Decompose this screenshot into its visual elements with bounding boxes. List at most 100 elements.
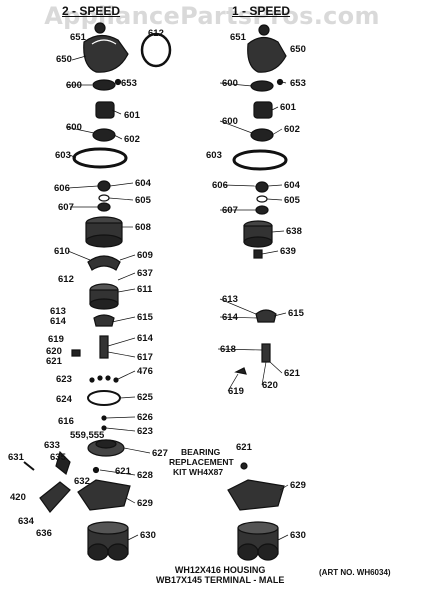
part-612-ring <box>140 32 172 68</box>
part-600-right-a <box>250 80 274 92</box>
leader-line <box>117 272 136 281</box>
part-600-left-a <box>92 79 116 91</box>
housing-note: WH12X416 HOUSING WB17X145 TERMINAL - MAL… <box>156 565 284 585</box>
part-label-right-604: 604 <box>284 180 301 191</box>
part-label-left-630: 630 <box>140 530 156 541</box>
leader-line <box>219 82 253 87</box>
part-label-right-653: 653 <box>290 78 306 89</box>
part-label-left-603: 603 <box>55 150 71 161</box>
leader-line <box>125 497 136 504</box>
part-630-left <box>87 521 129 561</box>
part-label-left-632: 632 <box>74 476 90 487</box>
leader-line <box>266 198 283 201</box>
part-label-left-624: 624 <box>56 394 73 405</box>
part-label-left-476: 476 <box>137 366 153 377</box>
part-label-left-601: 601 <box>124 110 141 121</box>
part-633-635 <box>55 450 71 476</box>
leader-line <box>67 185 99 189</box>
part-label-left-616: 616 <box>58 416 74 427</box>
part-label-right-621: 621 <box>284 368 301 379</box>
part-607-right <box>255 205 269 215</box>
part-600-right-b <box>250 128 274 142</box>
part-label-left-626: 626 <box>137 412 153 423</box>
part-604-left <box>97 180 111 192</box>
part-label-left-613: 613 <box>50 306 66 317</box>
part-621-right <box>240 462 248 470</box>
part-613-614-left <box>93 314 115 327</box>
part-label-left-653: 653 <box>121 78 137 89</box>
leader-line <box>219 298 257 315</box>
part-label-left-608: 608 <box>135 222 151 233</box>
leader-line <box>67 250 91 261</box>
leader-line <box>108 197 134 201</box>
part-label-right-618: 618 <box>220 344 236 355</box>
part-label-left-602: 602 <box>124 134 140 145</box>
art-number: (ART NO. WH6034) <box>319 568 391 577</box>
part-label-right-600: 600 <box>222 116 238 127</box>
part-label-right-602: 602 <box>284 124 300 135</box>
part-607-left <box>97 202 111 212</box>
part-label-left-612: 612 <box>148 28 164 39</box>
part-label-right-600: 600 <box>222 78 238 89</box>
part-label-left-634: 634 <box>18 516 35 527</box>
leader-line <box>117 288 136 293</box>
leader-line <box>105 427 136 432</box>
part-label-left-620: 620 <box>46 346 62 357</box>
part-605-left <box>98 194 110 202</box>
leader-line <box>105 416 136 419</box>
part-605-right <box>256 195 268 203</box>
part-label-left-604: 604 <box>135 178 152 189</box>
part-638 <box>243 220 273 248</box>
leader-line <box>113 134 123 140</box>
part-label-left-627: 627 <box>152 448 168 459</box>
leader-line <box>127 534 139 541</box>
leader-line <box>279 484 289 491</box>
part-604-right <box>255 181 269 193</box>
part-label-right-630: 630 <box>290 530 306 541</box>
part-label-right-613: 613 <box>222 294 238 305</box>
part-label-right-629: 629 <box>290 480 306 491</box>
leader-line <box>261 250 279 255</box>
part-label-left-615: 615 <box>137 312 154 323</box>
part-label-left-614: 614 <box>50 316 67 327</box>
part-label-left-633: 633 <box>44 440 60 451</box>
part-619-620 <box>71 349 81 357</box>
part-603-right <box>232 149 288 171</box>
header-2-speed: 2 - SPEED <box>62 4 121 18</box>
leader-line <box>107 351 136 358</box>
part-630-right <box>237 521 279 561</box>
leader-line <box>71 55 87 61</box>
part-619-right <box>234 367 247 375</box>
part-611-612 <box>89 283 119 310</box>
part-label-right-650: 650 <box>290 44 306 55</box>
part-650-right <box>247 24 287 73</box>
leader-line <box>219 120 253 134</box>
part-613-614-right <box>255 309 277 323</box>
part-label-left-651: 651 <box>70 32 87 43</box>
part-label-right-639: 639 <box>280 246 296 257</box>
leader-line <box>223 184 257 187</box>
part-label-left-623: 623 <box>56 374 72 385</box>
leader-line <box>269 361 283 374</box>
bearing-callout: BEARING REPLACEMENT KIT WH4X87 <box>169 447 234 477</box>
housing-line-2: WB17X145 TERMINAL - MALE <box>156 575 285 585</box>
part-label-right-605: 605 <box>284 195 301 206</box>
part-label-left-621: 621 <box>46 356 63 367</box>
part-label-left-637: 637 <box>137 268 153 279</box>
leader-line <box>119 254 136 261</box>
leader-line <box>217 348 263 351</box>
leader-line <box>109 182 134 187</box>
part-608 <box>85 216 123 248</box>
part-label-left-635: 635 <box>50 452 67 463</box>
part-600-left-b <box>92 128 116 142</box>
part-label-right-606: 606 <box>212 180 228 191</box>
leader-line <box>277 534 289 541</box>
leader-line <box>111 109 122 115</box>
part-label-right-619: 619 <box>228 386 244 397</box>
leader-line <box>123 447 151 454</box>
part-label-left-650: 650 <box>56 54 72 65</box>
part-label-left-611: 611 <box>137 284 153 295</box>
header-1-speed: 1 - SPEED <box>232 4 291 18</box>
leader-line <box>111 316 136 323</box>
part-label-left-605: 605 <box>135 195 152 206</box>
